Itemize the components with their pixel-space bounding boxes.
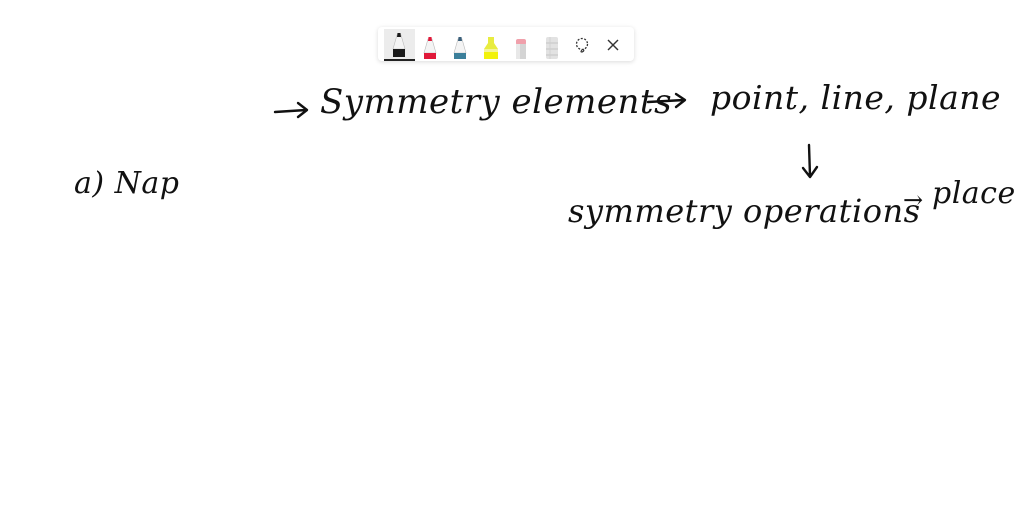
question-label: a) Nap bbox=[74, 166, 180, 201]
black-pen-icon bbox=[392, 33, 406, 57]
arrow-down bbox=[801, 143, 819, 179]
blue-pen-tool[interactable] bbox=[445, 29, 476, 61]
arrow-line1-start bbox=[273, 101, 309, 119]
ruler-icon bbox=[545, 37, 558, 59]
lasso-select-button[interactable] bbox=[567, 29, 598, 61]
operations-arrow: → bbox=[903, 186, 924, 214]
symmetry-elements-text: Symmetry elements bbox=[320, 82, 673, 122]
blue-pen-icon bbox=[453, 37, 467, 59]
close-icon bbox=[607, 39, 619, 51]
ruler-tool[interactable] bbox=[537, 29, 568, 61]
highlighter-icon bbox=[483, 37, 498, 59]
red-pen-tool[interactable] bbox=[415, 29, 446, 61]
eraser-icon bbox=[516, 39, 527, 59]
close-toolbar-button[interactable] bbox=[598, 29, 629, 61]
operations-result-text: place bbox=[932, 176, 1016, 211]
lasso-icon bbox=[576, 37, 589, 53]
black-pen-tool[interactable] bbox=[384, 29, 415, 61]
symmetry-operations-text: symmetry operations bbox=[568, 192, 921, 230]
element-examples-text: point, line, plane bbox=[710, 78, 1002, 117]
yellow-highlighter-tool[interactable] bbox=[476, 29, 507, 61]
eraser-tool[interactable] bbox=[506, 29, 537, 61]
red-pen-icon bbox=[423, 37, 437, 59]
pen-toolbar bbox=[378, 27, 634, 61]
